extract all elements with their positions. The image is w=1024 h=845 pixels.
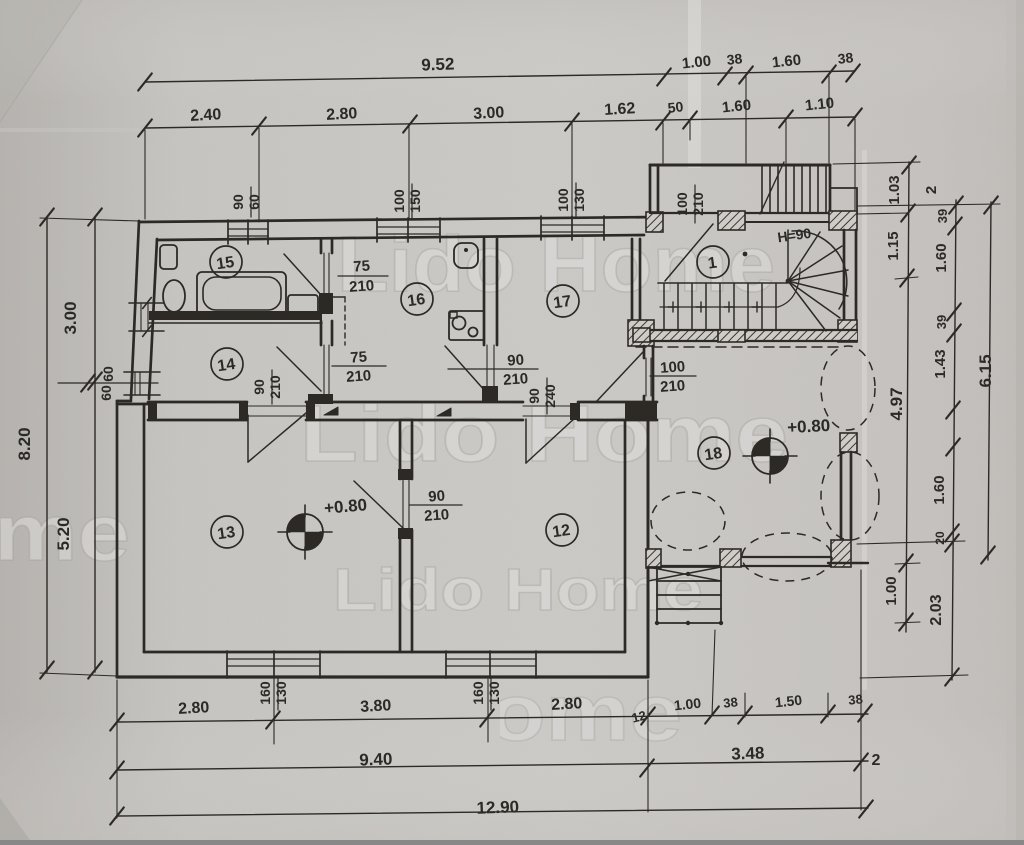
svg-text:90: 90 bbox=[507, 351, 525, 369]
svg-text:9.40: 9.40 bbox=[359, 749, 393, 769]
svg-text:2.80: 2.80 bbox=[551, 695, 583, 714]
svg-text:210: 210 bbox=[424, 506, 450, 525]
svg-text:1.50: 1.50 bbox=[774, 692, 803, 711]
svg-text:100: 100 bbox=[555, 188, 571, 212]
svg-text:1.62: 1.62 bbox=[604, 100, 636, 119]
svg-text:1.00: 1.00 bbox=[681, 53, 712, 73]
svg-text:9.52: 9.52 bbox=[421, 54, 455, 74]
svg-text:1.60: 1.60 bbox=[771, 52, 802, 72]
svg-text:100: 100 bbox=[391, 189, 407, 213]
svg-text:150: 150 bbox=[407, 189, 423, 213]
svg-text:H=90: H=90 bbox=[776, 225, 812, 246]
svg-text:130: 130 bbox=[571, 188, 587, 212]
svg-text:Lido Home: Lido Home bbox=[0, 488, 130, 577]
svg-text:210: 210 bbox=[267, 375, 283, 399]
svg-text:17: 17 bbox=[552, 293, 572, 312]
svg-text:60: 60 bbox=[246, 194, 262, 210]
svg-text:90: 90 bbox=[251, 379, 267, 395]
svg-text:75: 75 bbox=[353, 257, 371, 275]
svg-text:3.00: 3.00 bbox=[473, 104, 505, 123]
svg-text:16: 16 bbox=[406, 291, 426, 310]
svg-text:2.03: 2.03 bbox=[928, 594, 945, 625]
svg-text:15: 15 bbox=[215, 254, 235, 273]
svg-text:14: 14 bbox=[216, 356, 236, 375]
svg-text:210: 210 bbox=[660, 377, 686, 396]
svg-text:1.10: 1.10 bbox=[804, 95, 835, 115]
svg-text:13: 13 bbox=[216, 524, 236, 543]
svg-text:1.60: 1.60 bbox=[933, 243, 950, 272]
svg-text:12: 12 bbox=[630, 708, 648, 726]
svg-text:38: 38 bbox=[848, 691, 864, 707]
svg-text:50: 50 bbox=[667, 98, 684, 116]
svg-text:1.03: 1.03 bbox=[886, 175, 903, 204]
svg-text:2: 2 bbox=[872, 752, 881, 769]
svg-text:39: 39 bbox=[934, 315, 949, 329]
svg-text:3.48: 3.48 bbox=[731, 743, 765, 763]
svg-text:90: 90 bbox=[526, 388, 542, 404]
svg-text:5.20: 5.20 bbox=[54, 517, 73, 550]
svg-text:Lido Home: Lido Home bbox=[333, 557, 703, 623]
svg-text:18: 18 bbox=[703, 445, 723, 464]
svg-text:8.20: 8.20 bbox=[15, 427, 34, 460]
svg-text:240: 240 bbox=[542, 384, 558, 408]
svg-text:1: 1 bbox=[707, 254, 718, 272]
svg-text:90: 90 bbox=[428, 487, 446, 505]
svg-text:60: 60 bbox=[100, 366, 116, 382]
svg-text:3.00: 3.00 bbox=[61, 301, 80, 334]
svg-text:1.15: 1.15 bbox=[885, 231, 902, 260]
svg-text:39: 39 bbox=[935, 209, 950, 223]
svg-text:3.80: 3.80 bbox=[360, 697, 392, 716]
svg-text:130: 130 bbox=[273, 681, 289, 705]
svg-text:210: 210 bbox=[349, 277, 375, 296]
svg-text:4.97: 4.97 bbox=[887, 387, 906, 420]
svg-text:210: 210 bbox=[690, 192, 706, 216]
svg-text:2.80: 2.80 bbox=[178, 699, 210, 718]
svg-text:1.00: 1.00 bbox=[673, 695, 702, 714]
svg-text:2.80: 2.80 bbox=[326, 105, 358, 124]
svg-text:160: 160 bbox=[470, 681, 486, 705]
svg-text:6.15: 6.15 bbox=[976, 354, 995, 387]
svg-text:2.40: 2.40 bbox=[190, 106, 222, 125]
svg-text:20: 20 bbox=[933, 531, 947, 545]
svg-text:38: 38 bbox=[837, 49, 854, 67]
svg-text:160: 160 bbox=[257, 681, 273, 705]
svg-text:100: 100 bbox=[660, 358, 686, 377]
svg-text:38: 38 bbox=[726, 50, 743, 68]
svg-text:12.90: 12.90 bbox=[476, 797, 519, 817]
svg-text:2: 2 bbox=[923, 186, 940, 194]
svg-text:90: 90 bbox=[230, 194, 246, 210]
svg-text:100: 100 bbox=[674, 192, 690, 216]
svg-text:210: 210 bbox=[503, 370, 529, 389]
svg-text:210: 210 bbox=[346, 367, 372, 386]
svg-text:+0.80: +0.80 bbox=[323, 495, 368, 518]
svg-text:60: 60 bbox=[98, 385, 114, 401]
svg-text:+0.80: +0.80 bbox=[787, 416, 831, 437]
svg-text:38: 38 bbox=[723, 694, 739, 710]
svg-text:1.60: 1.60 bbox=[931, 475, 948, 504]
svg-text:1.00: 1.00 bbox=[883, 576, 900, 605]
svg-text:130: 130 bbox=[486, 681, 502, 705]
svg-text:75: 75 bbox=[350, 348, 368, 366]
svg-text:1.60: 1.60 bbox=[721, 97, 752, 117]
svg-text:1.43: 1.43 bbox=[932, 349, 949, 378]
svg-text:12: 12 bbox=[551, 522, 571, 541]
